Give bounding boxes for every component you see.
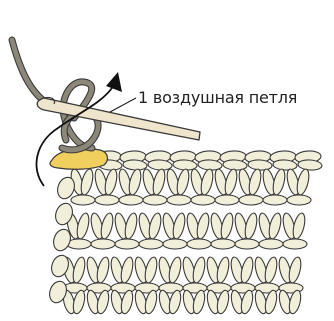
stitch-post xyxy=(215,256,231,284)
stitch-bar xyxy=(191,195,215,205)
crochet-fabric xyxy=(47,150,323,315)
callout-label: 1 воздушная петля xyxy=(138,88,297,107)
stitch-post xyxy=(143,256,159,284)
stitch-bar xyxy=(215,195,239,205)
stitch-post xyxy=(267,212,283,240)
stitch-bar xyxy=(263,195,287,205)
stitch-post xyxy=(119,256,135,284)
stitch-post xyxy=(287,256,303,284)
stitch-post xyxy=(171,212,187,240)
chain-loop xyxy=(298,159,323,171)
stitch-bar xyxy=(259,239,283,249)
stitch-bar xyxy=(91,239,115,249)
stitch-bar xyxy=(239,195,263,205)
stitch-post xyxy=(271,168,287,196)
stitch-post xyxy=(195,212,211,240)
stitch-post xyxy=(175,168,191,196)
stitch-bar xyxy=(163,239,187,249)
stitch-post xyxy=(79,168,95,196)
chain-loop xyxy=(248,159,273,171)
stitch-bar xyxy=(115,239,139,249)
stitch-bar xyxy=(119,195,143,205)
stitch-bar xyxy=(283,239,307,249)
stitch-bar xyxy=(95,195,119,205)
stitch-post xyxy=(99,212,115,240)
stitch-bar xyxy=(143,195,167,205)
stitch-post xyxy=(71,256,87,284)
chain-loop xyxy=(273,159,298,171)
stitch-bar xyxy=(211,239,235,249)
chain-loop xyxy=(148,159,173,171)
stitch-post xyxy=(95,256,111,284)
stitch-post xyxy=(223,168,239,196)
stitch-post xyxy=(263,256,279,284)
stitch-post xyxy=(123,212,139,240)
stitch-post xyxy=(167,256,183,284)
stitch-post xyxy=(75,212,91,240)
stitch-bar xyxy=(139,239,163,249)
stitch-post xyxy=(291,212,307,240)
callout-leader-line xyxy=(110,98,136,112)
stitch-post xyxy=(243,212,259,240)
stitch-post xyxy=(219,212,235,240)
stitch-bar xyxy=(71,195,95,205)
stitch-post xyxy=(127,168,143,196)
stitch-bar xyxy=(187,239,211,249)
stitch-post xyxy=(295,168,311,196)
stitch-post xyxy=(199,168,215,196)
stitch-post xyxy=(191,256,207,284)
stitch-post xyxy=(151,168,167,196)
stitch-post xyxy=(147,212,163,240)
chain-loop xyxy=(123,159,148,171)
stitch-bar xyxy=(235,239,259,249)
stitch-post xyxy=(247,168,263,196)
stitch-post xyxy=(103,168,119,196)
stitch-post xyxy=(239,256,255,284)
stitch-bar xyxy=(167,195,191,205)
stitch-bar xyxy=(287,195,311,205)
